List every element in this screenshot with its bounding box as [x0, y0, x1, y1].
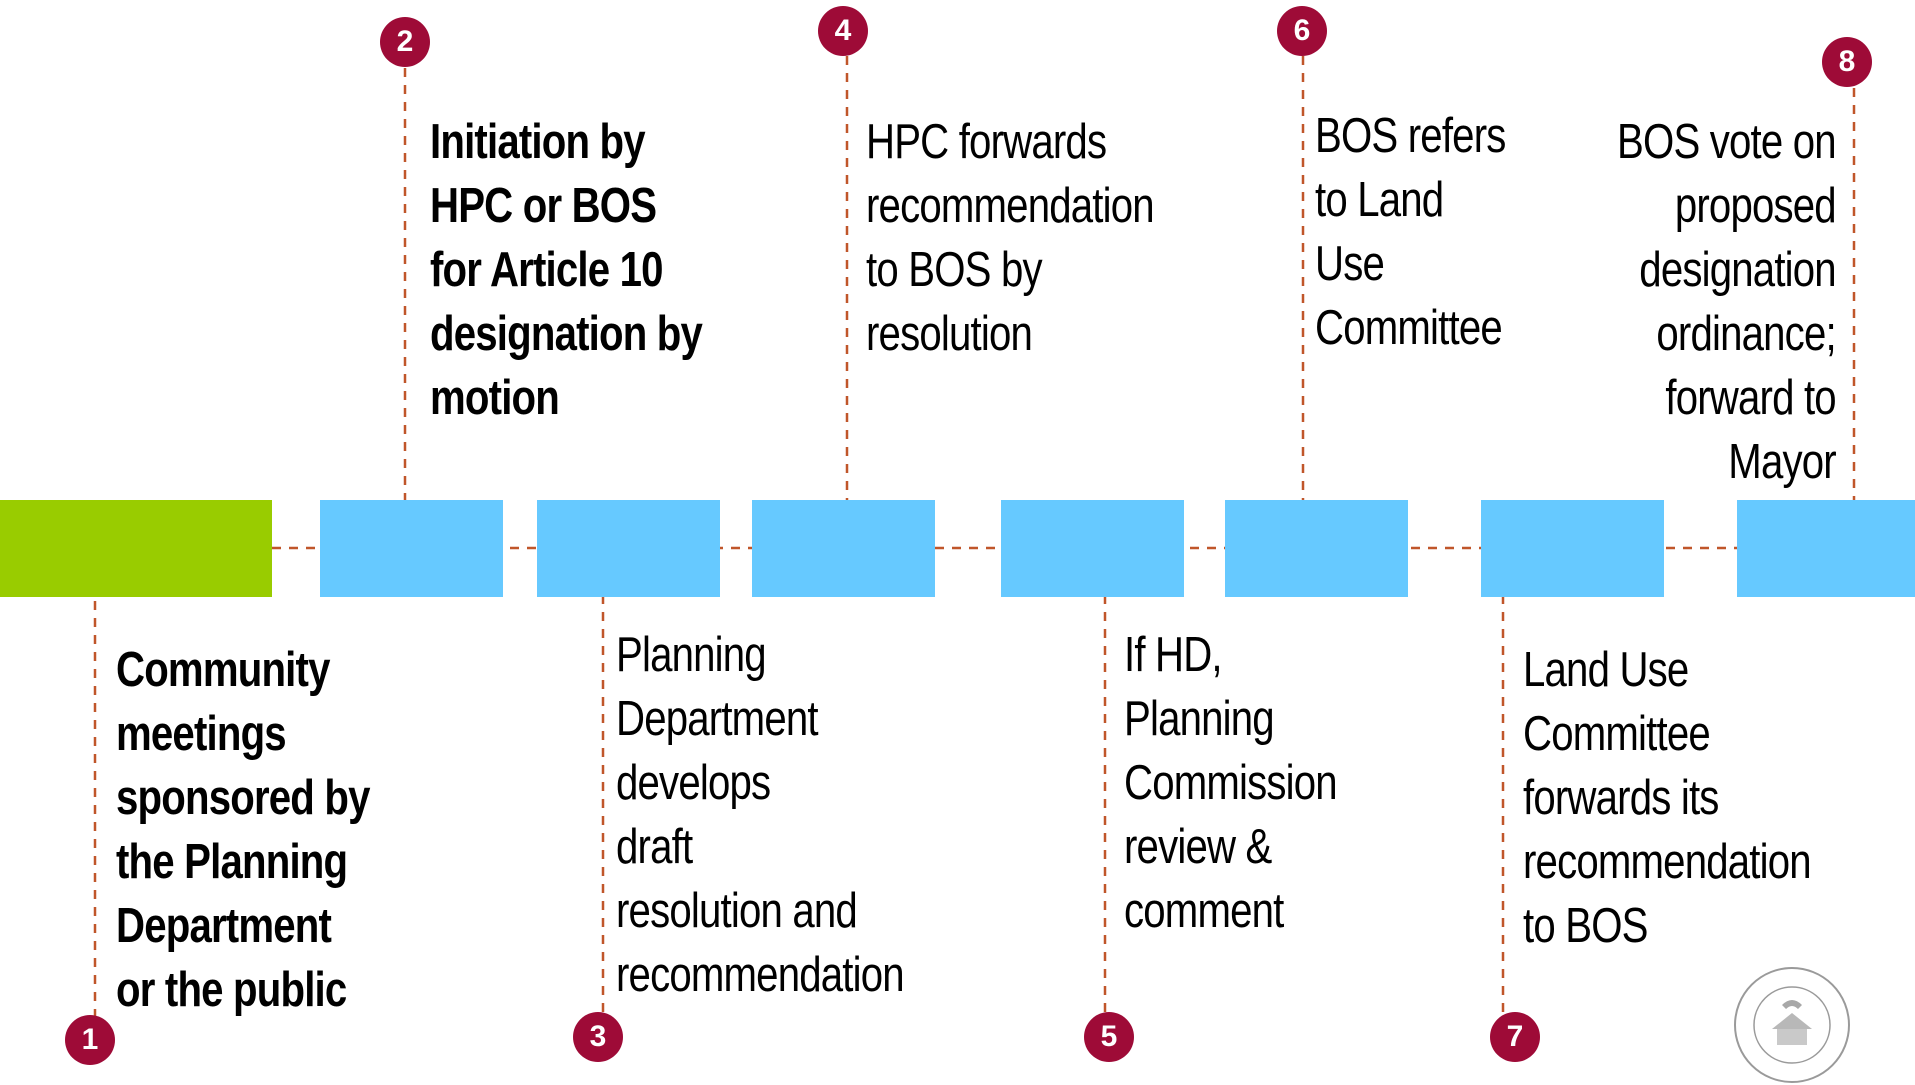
step-6-label: BOS refers to Land Use Committee — [1315, 109, 1506, 355]
step-number-badge: 1 — [65, 1015, 115, 1065]
step-block-7 — [1481, 500, 1664, 597]
step-number-badge: 8 — [1822, 37, 1872, 87]
step-number-badge: 6 — [1277, 6, 1327, 56]
step-4-label: HPC forwards recommendation to BOS by re… — [866, 115, 1155, 361]
step-number-badge: 3 — [573, 1012, 623, 1062]
step-8-label: BOS vote on proposed designation ordinan… — [1617, 115, 1837, 489]
step-block-4 — [752, 500, 935, 597]
city-seal-logo — [1734, 967, 1850, 1083]
step-1-label: Community meetings sponsored by the Plan… — [116, 643, 370, 1017]
step-block-2 — [320, 500, 503, 597]
step-block-8 — [1737, 500, 1915, 597]
step-number-badge: 7 — [1490, 1012, 1540, 1062]
step-number-badge: 2 — [380, 17, 430, 67]
step-2-label: Initiation by HPC or BOS for Article 10 … — [430, 115, 703, 425]
step-number-badge: 4 — [818, 6, 868, 56]
step-block-6 — [1225, 500, 1408, 597]
step-number-badge: 5 — [1084, 1012, 1134, 1062]
step-block-3 — [537, 500, 720, 597]
step-7-label: Land Use Committee forwards its recommen… — [1523, 643, 1812, 953]
step-3-label: Planning Department develops draft resol… — [616, 628, 905, 1002]
step-5-label: If HD, Planning Commission review & comm… — [1124, 628, 1338, 938]
start-block — [0, 500, 272, 597]
designation-process-timeline: 1 2 3 4 5 6 7 8 Community meetings spons… — [0, 6, 1915, 1083]
step-block-5 — [1001, 500, 1184, 597]
